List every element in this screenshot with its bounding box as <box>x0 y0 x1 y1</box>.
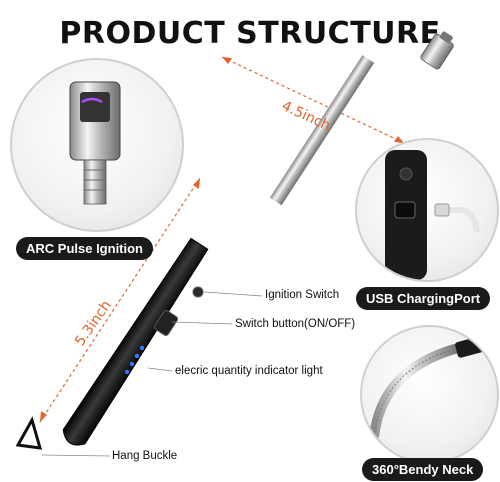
arc-ignition-detail <box>10 58 184 232</box>
handle-dimension-line <box>39 177 201 423</box>
indicator-led <box>124 369 130 375</box>
lighter-handle <box>62 237 209 446</box>
arc-ignition-badge: ARC Pulse Ignition <box>16 237 153 260</box>
dimension-arrow-icon <box>193 178 200 189</box>
indicator-led <box>139 345 145 351</box>
shaft-dimension-line <box>221 56 405 144</box>
power-switch-button <box>153 310 179 336</box>
usb-cable-icon <box>445 207 480 233</box>
metal-shaft <box>269 55 375 206</box>
dimension-arrow-icon <box>394 136 404 143</box>
ignition-tip <box>420 31 454 70</box>
dimension-arrow-icon <box>40 411 47 422</box>
ignition-switch-button <box>192 286 204 298</box>
page-title: PRODUCT STRUCTURE <box>59 16 441 51</box>
switch-button-callout: Switch button(ON/OFF) <box>235 318 356 330</box>
dimension-arrow-icon <box>222 57 232 64</box>
hang-buckle-loop <box>15 416 43 450</box>
indicator-led <box>134 353 140 359</box>
hang-buckle-callout: Hang Buckle <box>112 450 178 462</box>
indicator-light-callout: elecric quantity indicator light <box>175 365 323 377</box>
bendy-neck-detail <box>360 325 499 464</box>
ignition-switch-callout: Ignition Switch <box>265 289 340 301</box>
usb-port-badge: USB ChargingPort <box>356 287 491 310</box>
bendy-neck-badge: 360°Bendy Neck <box>362 458 484 481</box>
indicator-led <box>129 361 135 367</box>
usb-port-detail <box>355 138 499 282</box>
arc-spark-icon <box>81 97 103 104</box>
